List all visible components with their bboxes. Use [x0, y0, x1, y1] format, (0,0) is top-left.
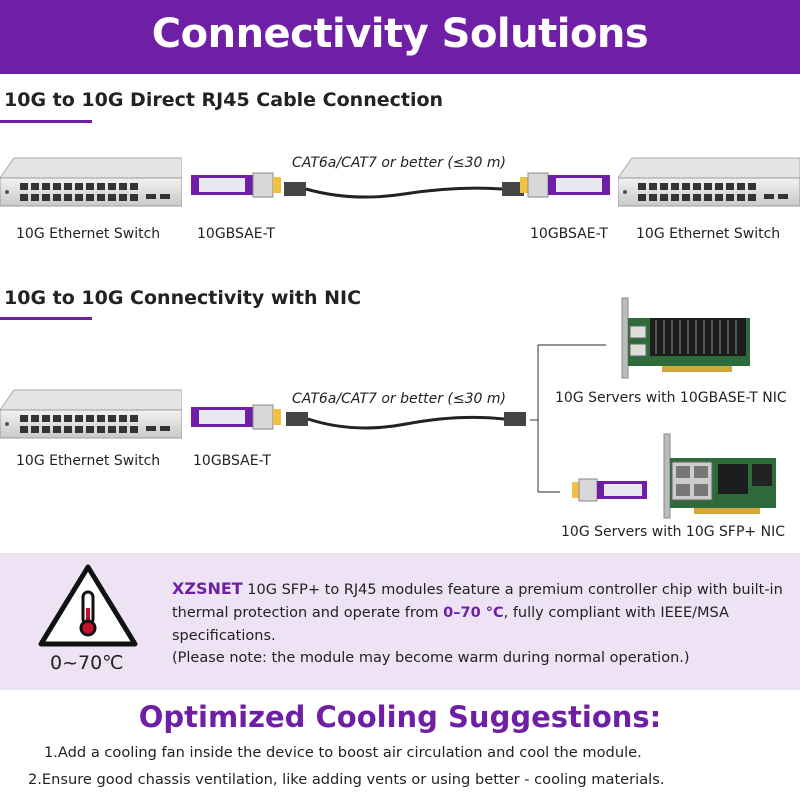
network-card-icon	[621, 297, 750, 379]
section2-underline	[0, 317, 92, 320]
section1-left-device-caption: 10G Ethernet Switch	[16, 226, 161, 242]
network-card-icon	[663, 433, 776, 519]
section1-right-device-caption: 10G Ethernet Switch	[636, 226, 781, 242]
section1-right-module-caption: 10GBSAE-T	[530, 226, 608, 242]
cooling-title: Optimized Cooling Suggestions:	[138, 700, 662, 734]
branch-connector-lines	[530, 344, 606, 493]
ethernet-switch-icon	[618, 157, 800, 207]
thermometer-warning-icon	[38, 564, 138, 647]
section2-cable-label: CAT6a/CAT7 or better (≤30 m)	[292, 391, 506, 407]
brand-name: XZSNET	[172, 579, 243, 598]
section2-left-module-caption: 10GBSAE-T	[193, 453, 271, 469]
sfp-module-icon	[191, 404, 281, 430]
ethernet-switch-icon	[0, 389, 182, 439]
section1-title: 10G to 10G Direct RJ45 Cable Connection	[4, 89, 444, 111]
temperature-highlight: 0–70 °C	[443, 605, 504, 621]
thermal-note: (Please note: the module may become warm…	[172, 650, 690, 666]
ethernet-cable-icon	[286, 412, 526, 430]
info-text-a: 10G SFP+ to RJ45 modules feature a premi…	[172, 582, 783, 621]
temperature-range-label: 0~70℃	[50, 652, 124, 674]
thermal-info-text: XZSNET 10G SFP+ to RJ45 modules feature …	[172, 577, 792, 648]
sfp-module-icon	[572, 478, 647, 502]
nic2-caption: 10G Servers with 10G SFP+ NIC	[561, 524, 785, 540]
thermal-info-panel	[0, 553, 800, 690]
section1-underline	[0, 120, 92, 123]
sfp-module-icon	[520, 172, 610, 198]
section2-title: 10G to 10G Connectivity with NIC	[4, 287, 362, 309]
sfp-module-icon	[191, 172, 281, 198]
cooling-item-2: 2.Ensure good chassis ventilation, like …	[28, 771, 665, 788]
cooling-item-1: 1.Add a cooling fan inside the device to…	[44, 744, 642, 761]
ethernet-switch-icon	[0, 157, 182, 207]
section2-left-device-caption: 10G Ethernet Switch	[16, 453, 161, 469]
section1-cable-label: CAT6a/CAT7 or better (≤30 m)	[292, 155, 506, 171]
ethernet-cable-icon	[284, 182, 524, 199]
page-banner: Connectivity Solutions	[0, 0, 800, 74]
section1-left-module-caption: 10GBSAE-T	[197, 226, 275, 242]
nic1-caption: 10G Servers with 10GBASE-T NIC	[555, 390, 787, 406]
info-text-b: , fully compliant with IEEE/MSA specific…	[172, 605, 729, 644]
